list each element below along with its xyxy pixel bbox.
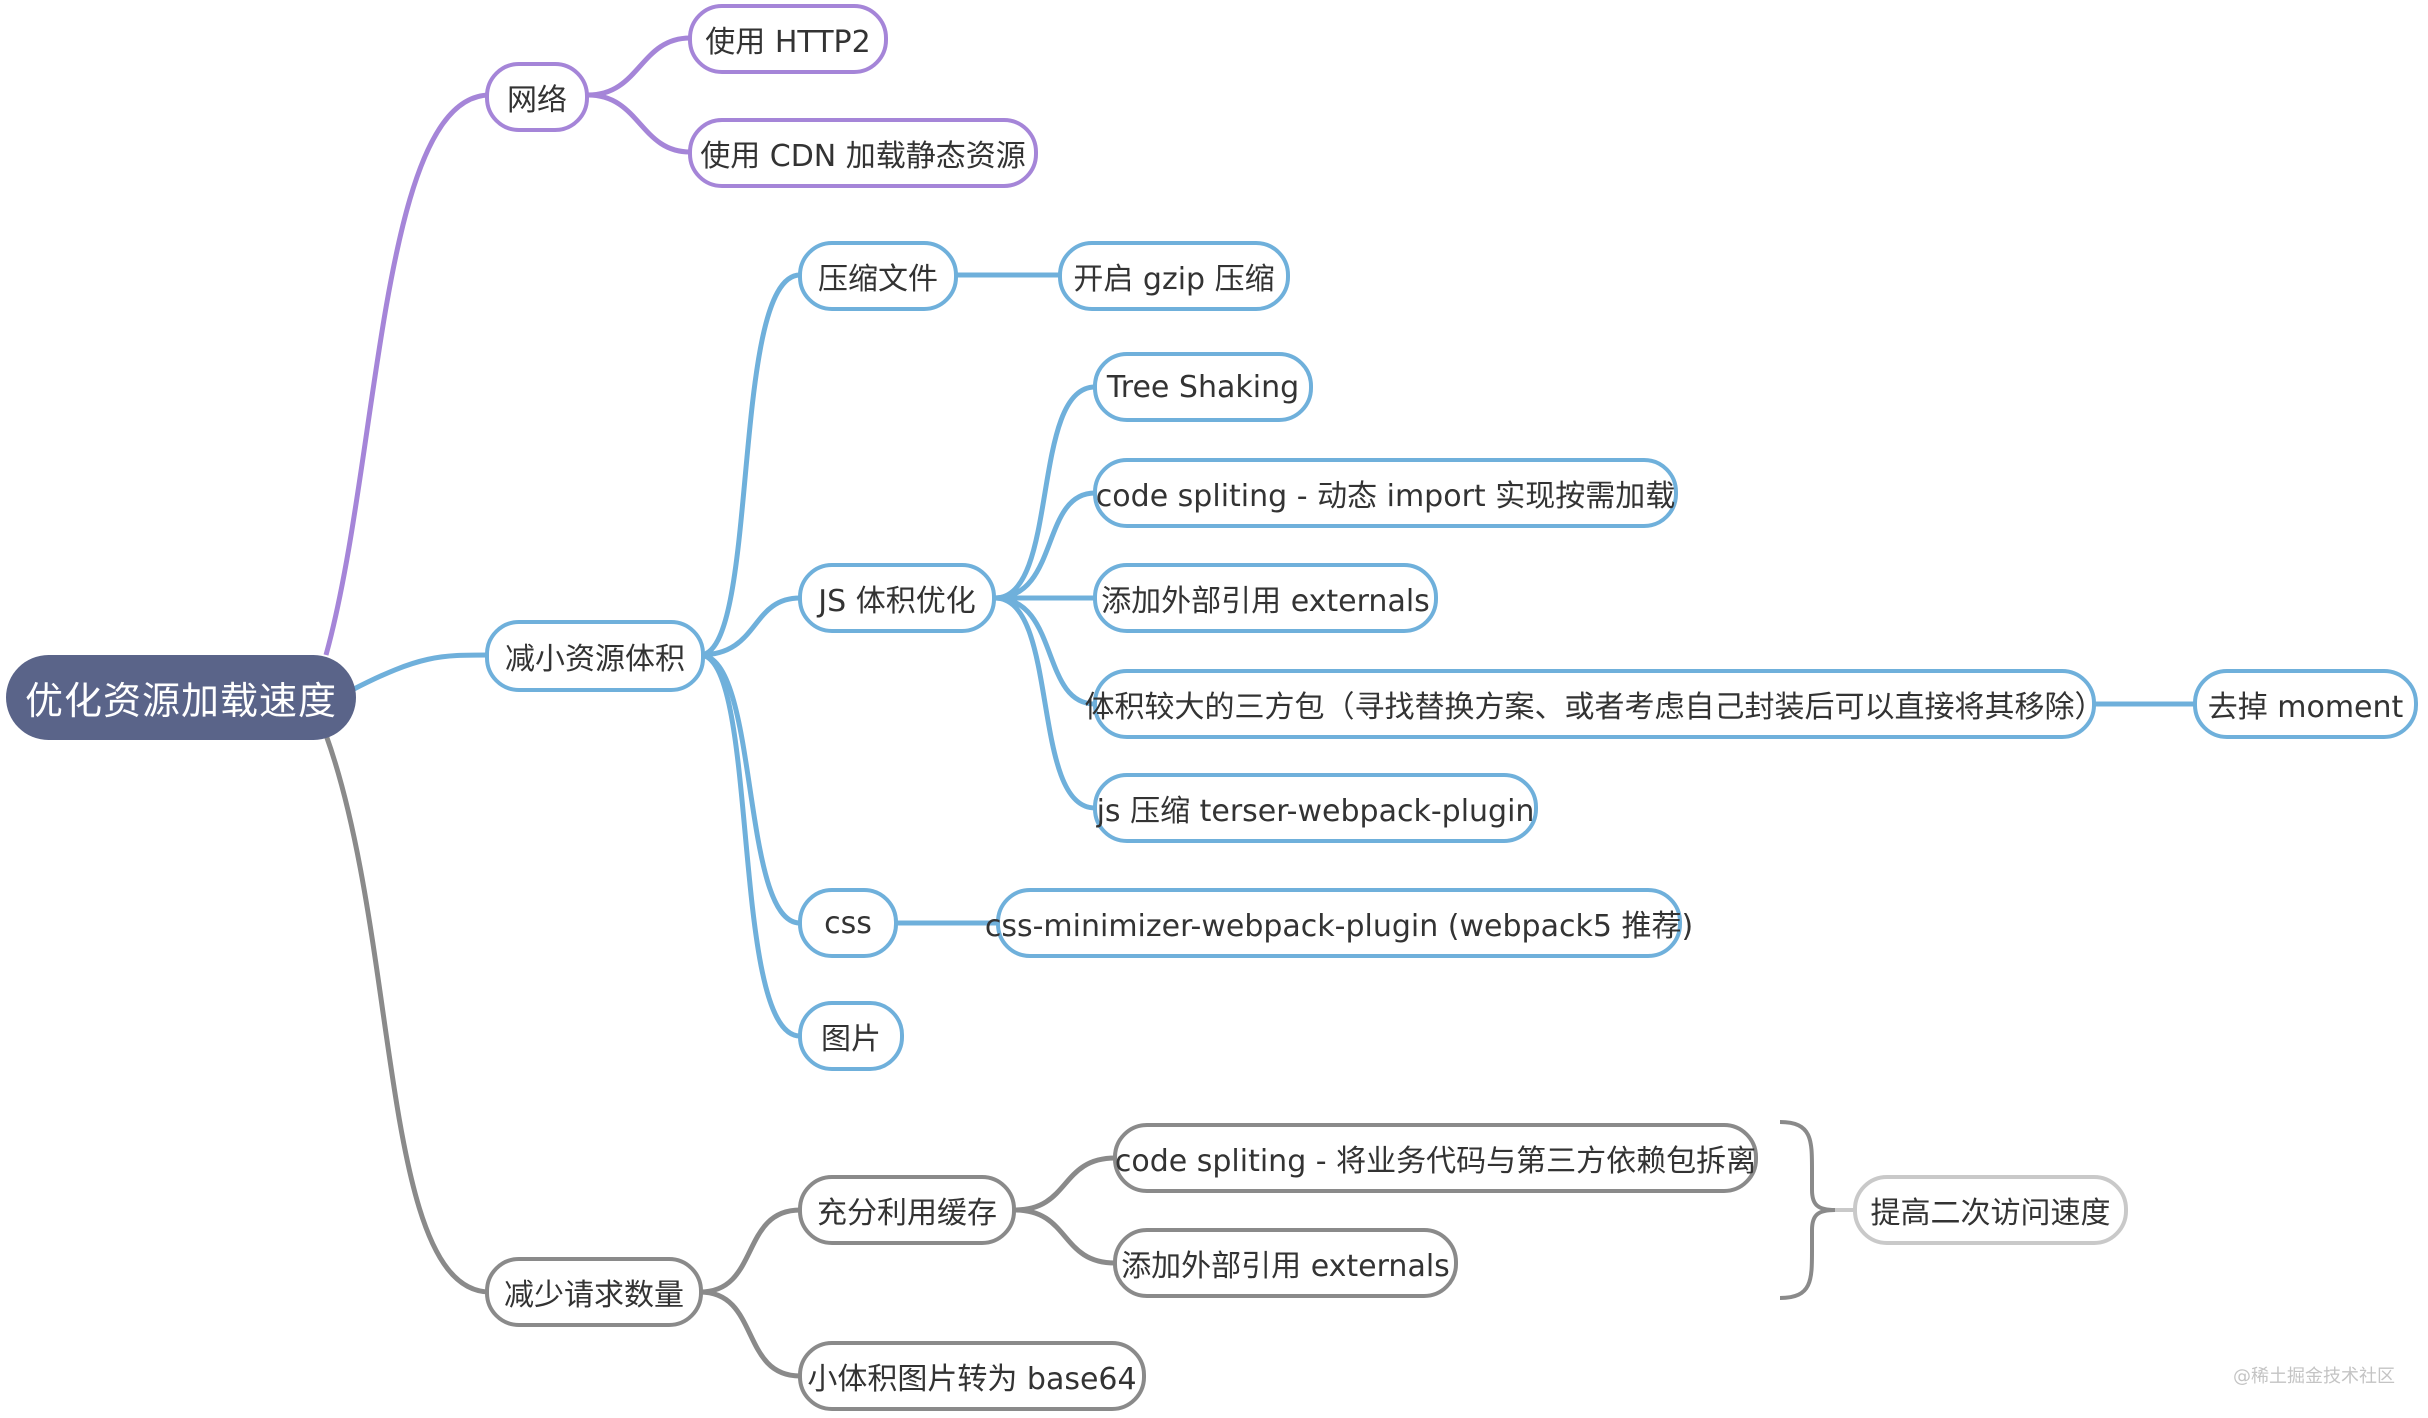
node-externals-label: 添加外部引用 externals: [1101, 584, 1430, 619]
node-css-minimizer[interactable]: css-minimizer-webpack-plugin (webpack5 推…: [985, 888, 1693, 958]
connector-cache-split: [1014, 1155, 1116, 1213]
node-http2[interactable]: 使用 HTTP2: [688, 4, 888, 74]
node-gzip-label: 开启 gzip 压缩: [1073, 262, 1275, 297]
root-node[interactable]: 优化资源加载速度: [6, 655, 356, 740]
node-cdn-label: 使用 CDN 加载静态资源: [700, 139, 1026, 174]
node-js[interactable]: JS 体积优化: [798, 563, 996, 633]
node-remove-moment-label: 去掉 moment: [2207, 690, 2404, 725]
node-js-label: JS 体积优化: [818, 584, 976, 619]
node-compress-label: 压缩文件: [818, 262, 938, 297]
node-compress[interactable]: 压缩文件: [798, 241, 958, 311]
connector-root-reduce-size: [350, 652, 491, 693]
node-css[interactable]: css: [798, 888, 898, 958]
connector-js-split: [994, 490, 1096, 601]
node-http2-label: 使用 HTTP2: [705, 25, 871, 60]
node-summary[interactable]: 提高二次访问速度: [1853, 1175, 2128, 1245]
connector-root-reduce-requests: [323, 734, 491, 1295]
connector-size-image: [699, 652, 801, 1039]
node-code-split-dynamic-label: code spliting - 动态 import 实现按需加载: [1095, 479, 1676, 514]
connector-requests-cache: [699, 1207, 801, 1295]
node-cache-externals[interactable]: 添加外部引用 externals: [1113, 1228, 1458, 1298]
node-cache-label: 充分利用缓存: [817, 1196, 997, 1231]
connector-network-cdn: [587, 92, 691, 155]
node-base64-label: 小体积图片转为 base64: [807, 1362, 1137, 1397]
node-externals[interactable]: 添加外部引用 externals: [1093, 563, 1438, 633]
node-css-label: css: [824, 905, 872, 941]
node-terser[interactable]: js 压缩 terser-webpack-plugin: [1093, 773, 1538, 843]
node-image-label: 图片: [821, 1022, 881, 1057]
node-network-label: 网络: [507, 83, 567, 118]
node-image[interactable]: 图片: [798, 1001, 904, 1071]
connector-size-compress: [699, 272, 801, 658]
node-reduce-requests[interactable]: 减少请求数量: [485, 1257, 703, 1327]
watermark: @稀土掘金技术社区: [2233, 1366, 2395, 1387]
connector-size-css: [699, 652, 801, 926]
node-reduce-requests-label: 减少请求数量: [504, 1278, 684, 1313]
node-cache-code-split-label: code spliting - 将业务代码与第三方依赖包拆离: [1114, 1144, 1757, 1179]
node-css-minimizer-label: css-minimizer-webpack-plugin (webpack5 推…: [984, 909, 1694, 944]
summary-bracket: [1779, 1120, 1836, 1300]
connector-root-network: [323, 92, 491, 656]
node-cache-externals-label: 添加外部引用 externals: [1121, 1249, 1450, 1284]
connector-cache-externals: [1014, 1207, 1116, 1266]
node-third-party-label: 体积较大的三方包（寻找替换方案、或者考虑自己封装后可以直接将其移除）: [1084, 690, 2105, 725]
node-summary-label: 提高二次访问速度: [1870, 1196, 2111, 1231]
node-base64[interactable]: 小体积图片转为 base64: [798, 1341, 1146, 1411]
connector-js-tree: [994, 384, 1096, 601]
node-reduce-size-label: 减小资源体积: [505, 642, 685, 677]
node-code-split-dynamic[interactable]: code spliting - 动态 import 实现按需加载: [1093, 458, 1678, 528]
node-cache-code-split[interactable]: code spliting - 将业务代码与第三方依赖包拆离: [1113, 1123, 1758, 1193]
node-terser-label: js 压缩 terser-webpack-plugin: [1096, 794, 1535, 829]
connector-js-terser: [994, 595, 1096, 811]
node-gzip[interactable]: 开启 gzip 压缩: [1058, 241, 1290, 311]
connector-requests-base64: [699, 1289, 801, 1379]
node-reduce-size[interactable]: 减小资源体积: [485, 620, 705, 692]
node-third-party[interactable]: 体积较大的三方包（寻找替换方案、或者考虑自己封装后可以直接将其移除）: [1085, 669, 2105, 739]
node-network[interactable]: 网络: [485, 62, 589, 132]
node-tree-shaking[interactable]: Tree Shaking: [1093, 352, 1313, 422]
connector-size-js: [699, 595, 801, 658]
node-cdn[interactable]: 使用 CDN 加载静态资源: [688, 118, 1038, 188]
node-remove-moment[interactable]: 去掉 moment: [2193, 669, 2418, 739]
connector-network-http2: [587, 35, 691, 98]
node-cache[interactable]: 充分利用缓存: [798, 1175, 1016, 1245]
node-tree-shaking-label: Tree Shaking: [1106, 369, 1300, 405]
root-label: 优化资源加载速度: [24, 679, 337, 723]
connector-js-thirdparty: [994, 595, 1096, 707]
